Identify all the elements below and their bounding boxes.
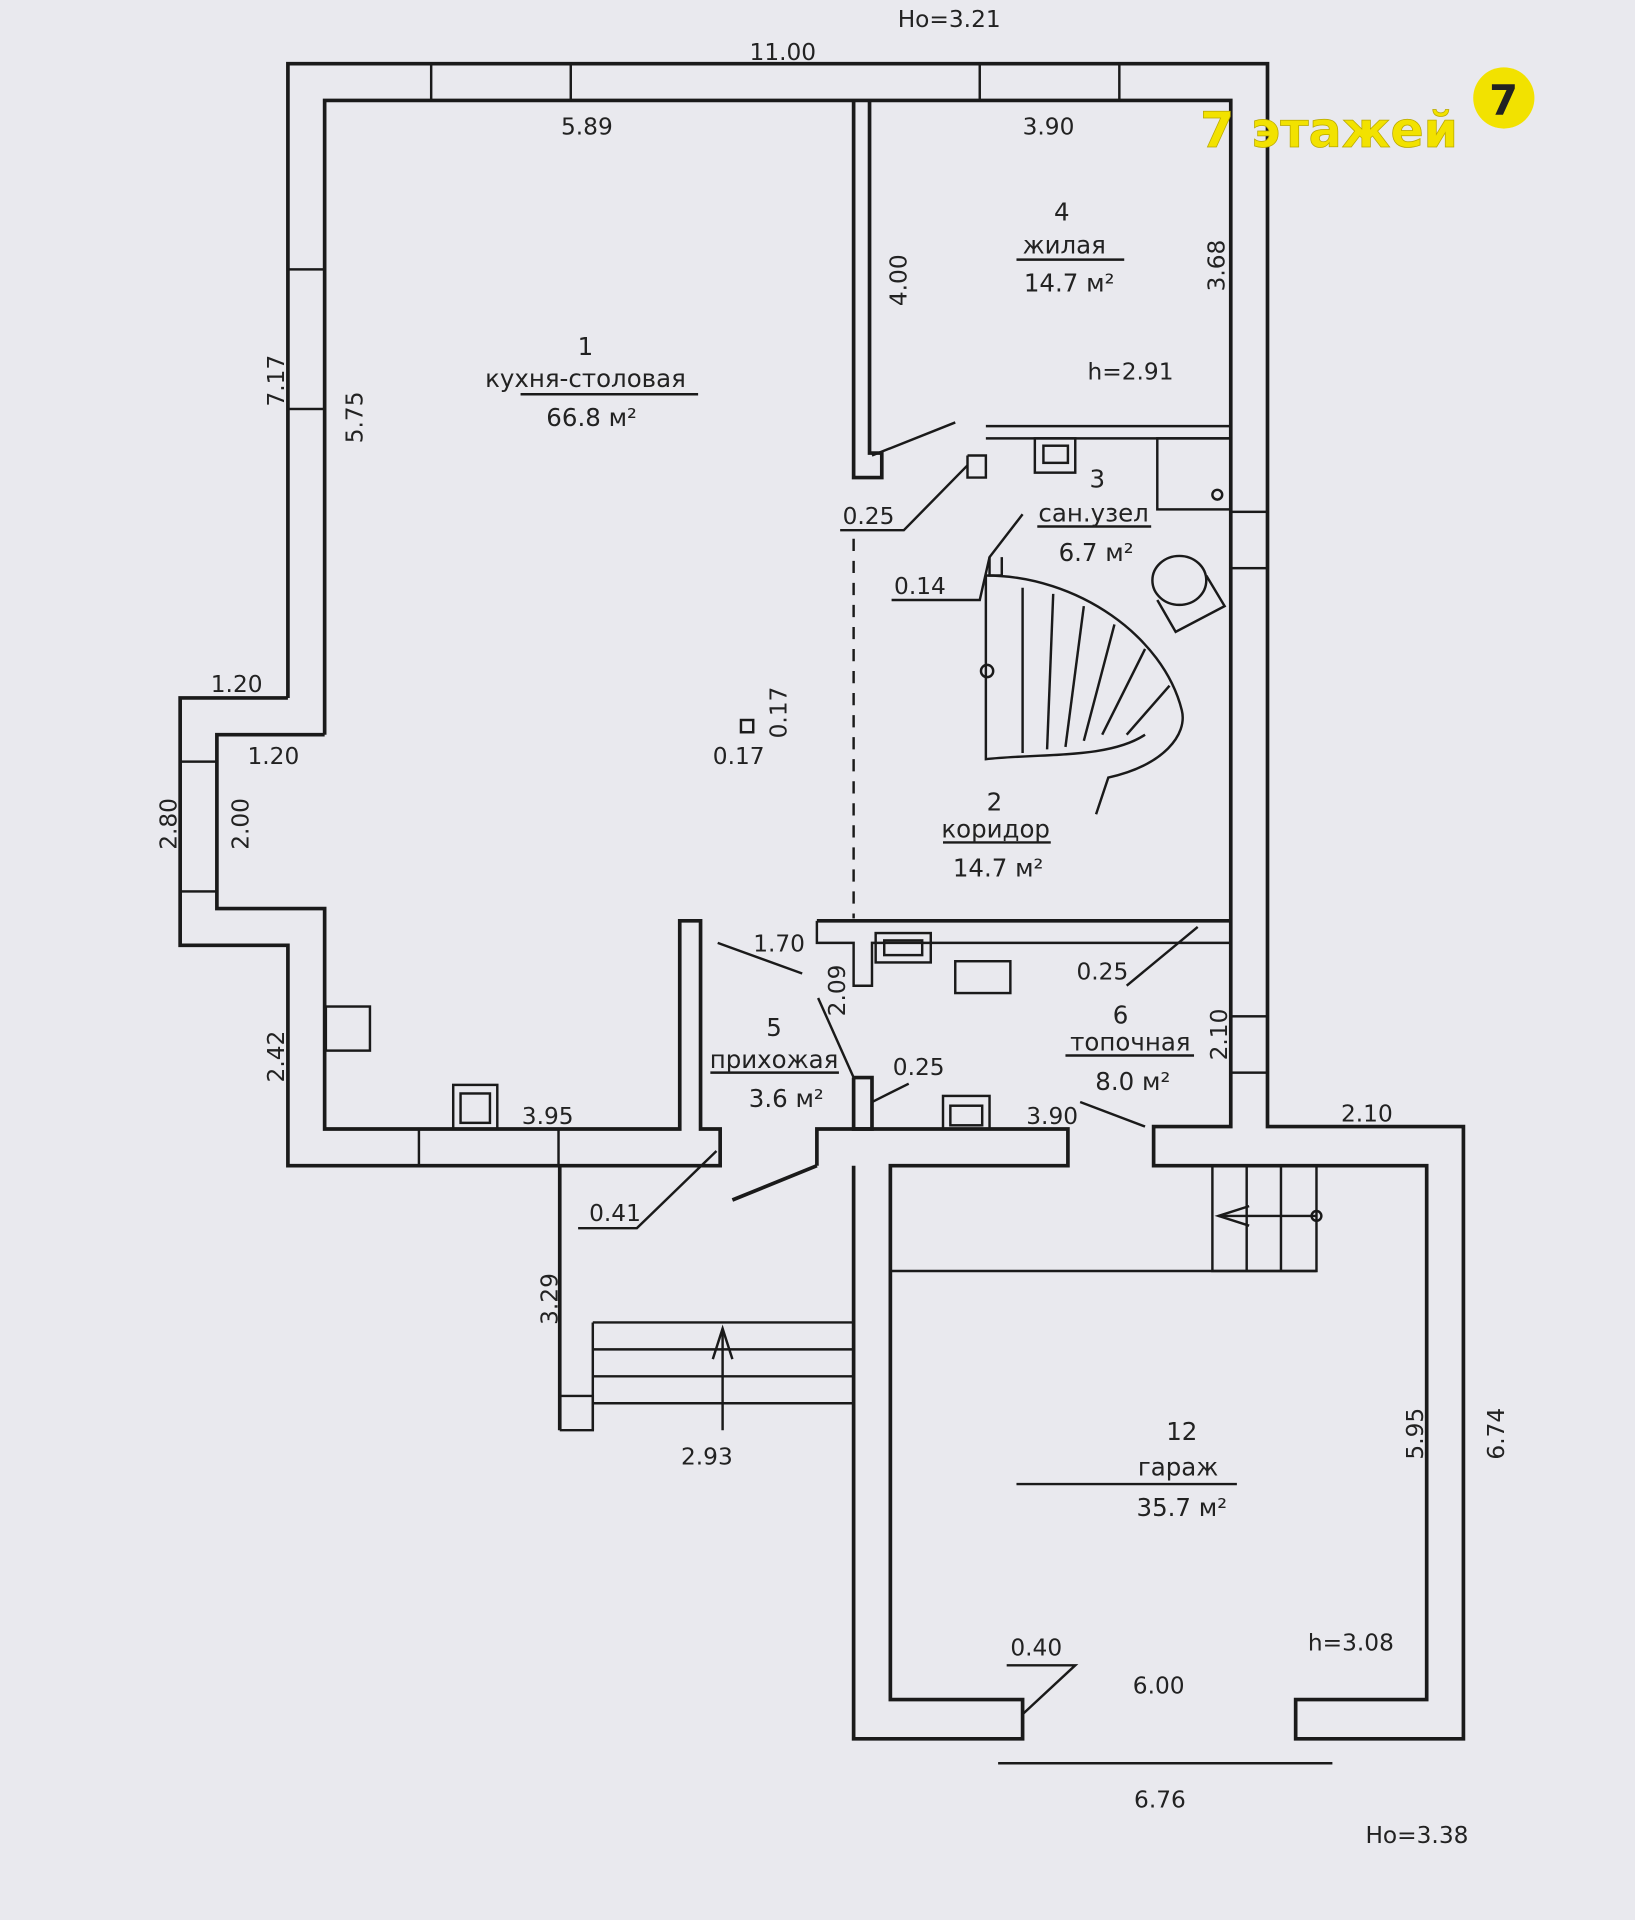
dim: 4.00: [885, 254, 912, 306]
logo-mark: 7: [1489, 76, 1518, 125]
dim: 6.74: [1483, 1408, 1510, 1460]
logo-mark-icon: [1473, 67, 1535, 129]
room-4-num: 4: [1054, 197, 1070, 226]
dim: 2.42: [263, 1031, 290, 1083]
height-top: Ho=3.21: [898, 6, 1001, 33]
room-2-num: 2: [987, 788, 1003, 817]
room-6-name: топочная: [1070, 1028, 1190, 1057]
dim: 2.93: [681, 1443, 733, 1470]
dim: 0.40: [1010, 1635, 1062, 1662]
dim: 1.20: [211, 671, 263, 698]
height-garage: h=3.08: [1308, 1630, 1394, 1657]
leaders: [520, 258, 1237, 1716]
dim: 0.41: [589, 1200, 641, 1227]
dim: 0.25: [1076, 959, 1128, 986]
room-12-num: 12: [1166, 1417, 1197, 1446]
logo: 7 этажей 7: [1200, 67, 1535, 159]
dim: 6.00: [1133, 1672, 1185, 1699]
height-bottom: Ho=3.38: [1365, 1822, 1468, 1849]
dim: 0.25: [893, 1054, 945, 1081]
dim: 2.09: [824, 965, 851, 1017]
walls: [178, 61, 1466, 1765]
room-6-num: 6: [1113, 1001, 1129, 1030]
room-1-num: 1: [578, 332, 594, 361]
dim: 0.17: [713, 743, 765, 770]
dimensions: 11.00 5.89 3.90 4.00 3.68 7.17 5.75 0.25…: [155, 39, 1509, 1813]
room-3-num: 3: [1090, 464, 1106, 493]
room-1-area: 66.8 м²: [546, 403, 637, 432]
room-4-area: 14.7 м²: [1024, 268, 1115, 297]
room-6-area: 8.0 м²: [1095, 1067, 1170, 1096]
dim: 11.00: [750, 39, 817, 66]
room-labels: 1 кухня-столовая 66.8 м² 2 коридор 14.7 …: [485, 197, 1227, 1522]
dim: 3.68: [1204, 240, 1231, 292]
dim: 5.89: [561, 114, 613, 141]
room-1-name: кухня-столовая: [485, 364, 686, 393]
room-5-area: 3.6 м²: [749, 1084, 824, 1113]
height-room4: h=2.91: [1088, 359, 1174, 386]
dim: 3.95: [522, 1103, 574, 1130]
logo-text: 7 этажей: [1200, 102, 1458, 159]
dim: 5.95: [1402, 1408, 1429, 1460]
dim: 5.75: [342, 391, 369, 443]
room-2-name: коридор: [941, 815, 1050, 844]
dim: 3.29: [536, 1273, 563, 1325]
dim: 1.20: [248, 743, 300, 770]
dim: 1.70: [753, 930, 805, 957]
dim: 0.17: [765, 687, 792, 739]
dim: 6.76: [1134, 1786, 1186, 1813]
room-5-num: 5: [766, 1013, 782, 1042]
room-3-area: 6.7 м²: [1059, 538, 1134, 567]
dim: 2.10: [1341, 1101, 1393, 1128]
dim: 0.14: [894, 573, 946, 600]
room-12-area: 35.7 м²: [1137, 1493, 1228, 1522]
dim: 3.90: [1023, 114, 1075, 141]
dim: 2.80: [155, 798, 182, 850]
room-12-name: гараж: [1138, 1453, 1218, 1482]
room-3-name: сан.узел: [1038, 499, 1148, 528]
dim: 3.90: [1026, 1103, 1078, 1130]
dim: 2.10: [1206, 1009, 1233, 1061]
room-5-name: прихожая: [710, 1045, 839, 1074]
dim: 0.25: [843, 503, 895, 530]
room-4-name: жилая: [1023, 230, 1106, 259]
room-2-area: 14.7 м²: [953, 854, 1044, 883]
dim: 2.00: [228, 798, 255, 850]
dim: 7.17: [263, 355, 290, 407]
